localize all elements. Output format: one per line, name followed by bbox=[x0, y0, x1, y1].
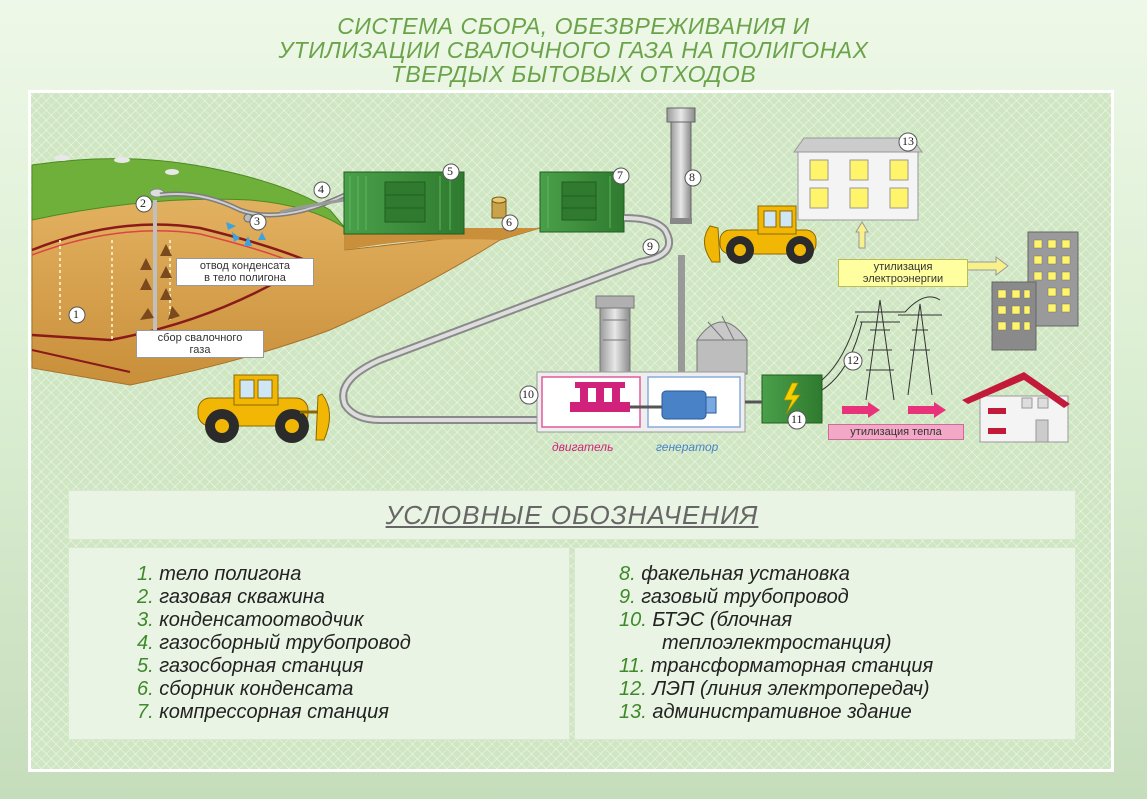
flare-stack bbox=[666, 107, 696, 224]
legend-item-continuation: теплоэлектростанция) bbox=[662, 632, 892, 654]
legend-item: 5. газосборная станция bbox=[137, 655, 569, 678]
marker-3: 3 bbox=[254, 214, 260, 228]
marker-1: 1 bbox=[73, 307, 79, 321]
bulldozer-right bbox=[704, 205, 817, 264]
legend-item: 10. БТЭС (блочная bbox=[619, 609, 1075, 632]
landfill-gas-system-diagram bbox=[31, 107, 1079, 443]
legend-text: факельная установка bbox=[641, 563, 850, 585]
legend-text: газовая скважина bbox=[159, 586, 325, 608]
legend-num: 12. bbox=[619, 678, 647, 700]
legend-text: газовый трубопровод bbox=[641, 586, 849, 608]
legend-item: 13. административное здание bbox=[619, 701, 1075, 724]
legend-heading: УСЛОВНЫЕ ОБОЗНАЧЕНИЯ bbox=[385, 500, 759, 530]
marker-9: 9 bbox=[647, 239, 653, 253]
label-electricity-use: утилизация электроэнергии bbox=[838, 259, 968, 287]
label-condensate-return: отвод конденсата в тело полигона bbox=[176, 258, 314, 286]
legend-num: 10. bbox=[619, 609, 647, 631]
legend-num: 7. bbox=[137, 701, 154, 723]
legend-item: 7. компрессорная станция bbox=[137, 701, 569, 724]
legend-num: 5. bbox=[137, 655, 154, 677]
legend-num: 13. bbox=[619, 701, 647, 723]
heat-arrows bbox=[842, 402, 946, 418]
legend-item: 1. тело полигона bbox=[137, 563, 569, 586]
label-gas-collection: сбор свалочного газа bbox=[136, 330, 264, 358]
marker-6: 6 bbox=[506, 215, 512, 229]
legend-heading-box: УСЛОВНЫЕ ОБОЗНАЧЕНИЯ bbox=[68, 490, 1076, 540]
apartment-buildings bbox=[991, 231, 1079, 351]
legend-column-right: 8. факельная установка 9. газовый трубоп… bbox=[574, 547, 1076, 740]
legend-text: трансформаторная станция bbox=[650, 655, 934, 677]
marker-11: 11 bbox=[791, 412, 803, 426]
legend-num: 1. bbox=[137, 563, 154, 585]
marker-4: 4 bbox=[318, 182, 324, 196]
legend-num: 3. bbox=[137, 609, 154, 631]
label-heat-use: утилизация тепла bbox=[828, 424, 964, 440]
legend-column-left: 1. тело полигона 2. газовая скважина 3. … bbox=[68, 547, 570, 740]
marker-8: 8 bbox=[689, 170, 695, 184]
marker-13: 13 bbox=[902, 134, 914, 148]
condensate-collector bbox=[491, 196, 507, 219]
gas-collection-pipe bbox=[159, 191, 347, 218]
gas-pipeline bbox=[339, 214, 674, 424]
title-line-1: СИСТЕМА СБОРА, ОБЕЗВРЕЖИВАНИЯ И bbox=[337, 13, 810, 39]
marker-12: 12 bbox=[847, 353, 859, 367]
btes-block bbox=[536, 255, 748, 433]
legend-num: 4. bbox=[137, 632, 154, 654]
legend-item: 11. трансформаторная станция bbox=[619, 655, 1075, 678]
legend-item: 9. газовый трубопровод bbox=[619, 586, 1075, 609]
legend-text: сборник конденсата bbox=[159, 678, 354, 700]
generator-icon bbox=[630, 390, 717, 420]
marker-5: 5 bbox=[447, 164, 453, 178]
legend-item: 4. газосборный трубопровод bbox=[137, 632, 569, 655]
house bbox=[962, 372, 1070, 443]
marker-10: 10 bbox=[522, 387, 534, 401]
legend-text: газосборная станция bbox=[159, 655, 364, 677]
legend-num: 6. bbox=[137, 678, 154, 700]
marker-7: 7 bbox=[617, 168, 623, 182]
legend-num: 8. bbox=[619, 563, 636, 585]
title-line-2: УТИЛИЗАЦИИ СВАЛОЧНОГО ГАЗА НА ПОЛИГОНАХ bbox=[278, 37, 869, 63]
legend-text: административное здание bbox=[652, 701, 912, 723]
page-title: СИСТЕМА СБОРА, ОБЕЗВРЕЖИВАНИЯ И УТИЛИЗАЦ… bbox=[0, 14, 1147, 86]
legend-num: 11. bbox=[619, 655, 646, 677]
bulldozer-left bbox=[197, 374, 330, 443]
legend-text: БТЭС (блочная bbox=[652, 609, 793, 631]
legend-text: конденсатоотводчик bbox=[159, 609, 364, 631]
legend-item: 3. конденсатоотводчик bbox=[137, 609, 569, 632]
legend-num: 2. bbox=[137, 586, 154, 608]
legend-item: 6. сборник конденсата bbox=[137, 678, 569, 701]
legend-text: газосборный трубопровод bbox=[159, 632, 411, 654]
engine-icon bbox=[570, 382, 630, 412]
admin-building bbox=[793, 137, 923, 221]
compressor-station bbox=[539, 171, 625, 233]
legend-text: компрессорная станция bbox=[159, 701, 389, 723]
transformer-station bbox=[745, 374, 823, 424]
legend-text: тело полигона bbox=[159, 563, 302, 585]
power-line-towers bbox=[821, 296, 942, 401]
legend-text: ЛЭП (линия электропередач) bbox=[652, 678, 930, 700]
arrow-right-icon bbox=[965, 256, 1009, 276]
legend-item: 2. газовая скважина bbox=[137, 586, 569, 609]
legend-item: 8. факельная установка bbox=[619, 563, 1075, 586]
marker-2: 2 bbox=[140, 196, 146, 210]
label-engine: двигатель bbox=[552, 440, 614, 454]
legend-item: 12. ЛЭП (линия электропередач) bbox=[619, 678, 1075, 701]
gas-flow-arrows bbox=[140, 244, 180, 320]
legend-num: 9. bbox=[619, 586, 636, 608]
number-markers bbox=[68, 132, 918, 430]
gas-collection-station bbox=[343, 171, 465, 235]
arrow-up-icon bbox=[855, 221, 869, 249]
title-line-3: ТВЕРДЫХ БЫТОВЫХ ОТХОДОВ bbox=[390, 61, 757, 87]
label-generator: генератор bbox=[656, 440, 719, 454]
